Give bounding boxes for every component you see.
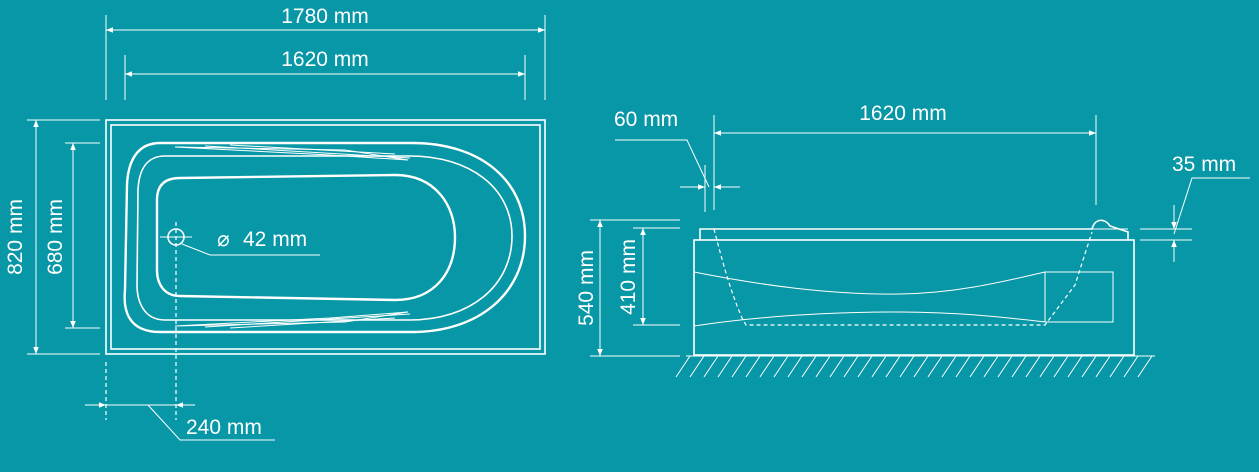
top-wedge-lines bbox=[204, 144, 411, 159]
tub-outer-frame bbox=[105, 119, 546, 355]
overall-width-label: 820 mm bbox=[4, 199, 27, 275]
side-end-panel bbox=[1044, 271, 1114, 323]
side-upper-curve bbox=[693, 271, 1046, 295]
basin-inner-rim bbox=[136, 155, 513, 321]
edge-width-leader bbox=[615, 139, 710, 188]
overall-length-label: 1780 mm bbox=[281, 5, 369, 28]
side-lower-curve bbox=[693, 311, 1046, 327]
inner-width-label: 680 mm bbox=[44, 199, 67, 275]
basin-rim bbox=[123, 141, 527, 334]
ground-hatch bbox=[675, 355, 1153, 378]
bottom-wedge-lines bbox=[204, 313, 411, 329]
side-inner-length-label: 1620 mm bbox=[859, 102, 947, 125]
side-basin-profile bbox=[713, 228, 1093, 326]
drain-leader bbox=[181, 243, 320, 256]
drain-diameter-label: 42 mm bbox=[243, 228, 307, 251]
rim-thickness-leader bbox=[1173, 177, 1250, 235]
edge-width-label: 60 mm bbox=[614, 108, 678, 131]
tub-inner-frame bbox=[110, 124, 541, 350]
drain-offset-leader bbox=[147, 404, 275, 441]
tub-side-body bbox=[693, 239, 1135, 356]
diameter-symbol: ⌀ bbox=[217, 228, 230, 251]
drain-offset-label: 240 mm bbox=[186, 416, 262, 439]
side-view: 1620 mm 60 mm 35 mm 540 mm 410 mm bbox=[575, 102, 1250, 378]
top-wedge bbox=[174, 146, 409, 161]
top-view: ⌀ 42 mm 1780 mm 1620 mm 820 mm 680 mm 24… bbox=[4, 5, 546, 441]
inner-depth-label: 410 mm bbox=[617, 239, 640, 315]
basin-floor bbox=[155, 173, 457, 302]
tub-side-rim bbox=[699, 219, 1129, 240]
inner-length-label: 1620 mm bbox=[281, 48, 369, 71]
rim-thickness-label: 35 mm bbox=[1172, 153, 1236, 176]
overall-height-label: 540 mm bbox=[575, 250, 598, 326]
